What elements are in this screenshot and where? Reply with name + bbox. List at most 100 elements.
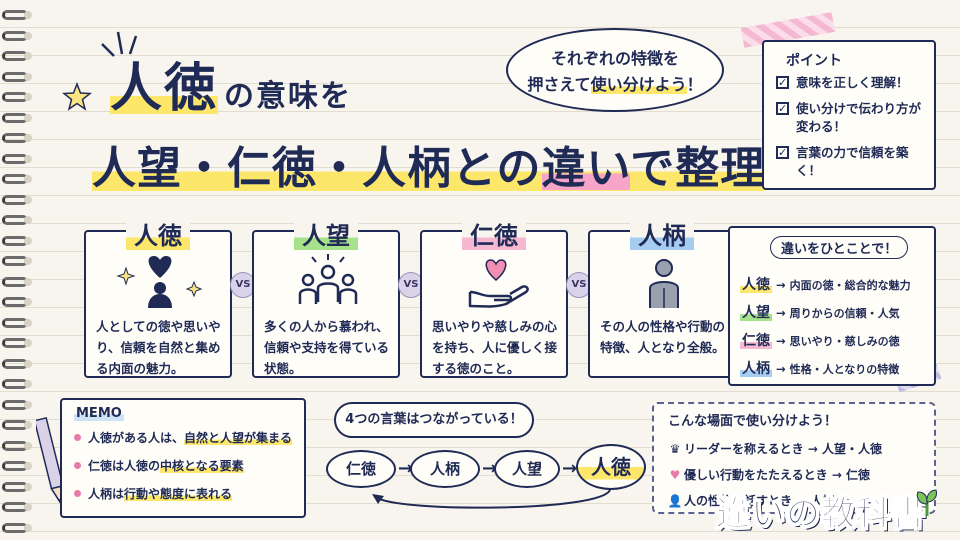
spiral-hole	[24, 93, 32, 101]
card-hitogara: 人柄 その人の性格や行動の特徴、人となり全般。	[588, 222, 736, 378]
arrow-icon: →	[776, 334, 786, 348]
headline-line2-c: で整理	[630, 143, 766, 194]
memo-list: 人徳がある人は、自然と人望が集まる 仁徳は人徳の中核となる要素 人柄は行動や態度…	[74, 430, 293, 514]
spiral-hole	[24, 482, 32, 491]
memo-title: MEMO	[74, 406, 124, 421]
scene-row-text: 人の性格を話すとき → 人柄	[684, 494, 835, 508]
spiral-hole	[24, 134, 32, 142]
arrow-icon: →	[776, 278, 786, 292]
memo-item-highlight: 自然と人望が集まる	[184, 431, 293, 445]
usage-scene-box: こんな場面で使い分けよう！ ♛リーダーを称えるとき → 人望・人徳 ♥優しい行動…	[652, 402, 936, 514]
headline-suffix: の意味を	[224, 79, 353, 114]
spiral-hole	[24, 175, 32, 183]
memo-item-highlight: 中核となる要素	[160, 459, 244, 473]
spiral-hole	[24, 236, 32, 245]
card-description: 人としての徳や思いやり、信頼を自然と集める内面の魅力。	[96, 319, 221, 376]
memo-item: 人徳がある人は、自然と人望が集まる	[74, 430, 293, 446]
point-title: ポイント	[786, 53, 842, 69]
group-people-icon	[298, 254, 358, 304]
difference-row: 仁徳→思いやり・慈しみの徳	[740, 330, 900, 350]
flow-node: 人柄	[410, 450, 480, 488]
card-title-wrap: 人徳	[86, 216, 230, 251]
burst-lines-icon	[101, 31, 138, 57]
card-description: その人の性格や行動の特徴、人となり全般。	[600, 319, 726, 355]
spiral-hole	[24, 318, 32, 327]
vs-badge: VS	[566, 272, 592, 298]
difference-row: 人望 →周りからの信頼・人気	[740, 302, 900, 322]
card-jintoku-benevolence: 仁徳 思いやりや慈しみの心を持ち、人に優しく接する徳のこと。	[420, 222, 568, 378]
spiral-hole	[24, 359, 32, 368]
flow-speech-bubble: 4つの言葉はつながっている！	[334, 402, 534, 438]
vs-badge: VS	[398, 272, 424, 298]
crown-icon: ♛	[669, 442, 681, 456]
point-list: ✓意味を正しく理解！ ✓使い分けで伝わり方が変わる！ ✓言葉の力で信頼を築く！	[776, 74, 924, 180]
scene-row: ♛リーダーを称えるとき → 人望・人徳	[666, 440, 882, 457]
scene-row: 👤人の性格を話すとき → 人柄	[666, 492, 835, 509]
memo-item: 人柄は行動や態度に表れる	[74, 486, 292, 502]
spiral-hole	[24, 216, 32, 224]
card-description: 思いやりや慈しみの心を持ち、人に優しく接する徳のこと。	[432, 319, 558, 376]
person-icon: 👤	[667, 494, 683, 508]
spiral-hole	[24, 298, 32, 306]
scene-row-text: 優しい行動をたたえるとき → 仁徳	[684, 468, 871, 482]
spiral-hole	[24, 11, 32, 19]
difference-value: 内面の徳・総合的な魅力	[789, 279, 911, 292]
difference-value: 周りからの信頼・人気	[789, 307, 900, 320]
bubble-line2: 押さえて使い分けよう！	[508, 72, 722, 98]
card-title-wrap: 人柄	[590, 216, 734, 251]
card-title-wrap: 人望	[254, 216, 398, 251]
spiral-hole	[24, 523, 32, 532]
bubble-line2-a: 押さえて	[527, 75, 591, 94]
logo-text: 違いの教科書	[716, 494, 926, 535]
spiral-hole	[24, 421, 32, 429]
checkbox-icon: ✓	[776, 102, 789, 115]
arrow-icon: →	[776, 306, 786, 320]
card-description: 多くの人から慕われ、信頼や支持を得ている状態。	[264, 319, 390, 376]
checkbox-icon: ✓	[776, 146, 789, 159]
card-jinbou: 人望 多くの人から慕われ、信頼や支持を得ている状態。	[252, 222, 400, 378]
difference-value: 性格・人となりの特徴	[789, 363, 900, 376]
loop-arrow-icon	[372, 489, 611, 509]
flow-arrow-icon: →	[482, 458, 498, 479]
difference-key: 人徳	[740, 277, 772, 293]
difference-row: 人柄 →性格・人となりの特徴	[740, 358, 899, 378]
difference-row: 人徳 →内面の徳・総合的な魅力	[740, 274, 911, 294]
spiral-hole	[24, 503, 32, 511]
memo-item: 仁徳は人徳の中核となる要素	[74, 458, 292, 474]
difference-key: 仁徳	[740, 333, 772, 349]
person-heart-icon	[116, 256, 203, 308]
point-item-text: 言葉の力で信頼を築く！	[796, 145, 909, 178]
flow-node: 人望	[494, 450, 560, 488]
card-title: 人望	[294, 222, 358, 250]
difference-title: 違いをひとことで！	[770, 236, 909, 259]
memo-item-highlight: 行動や態度に表れる	[124, 487, 233, 501]
bubble-line1: それぞれの特徴を	[550, 49, 679, 68]
spiral-hole	[24, 257, 32, 265]
brand-logo: 違いの教科書	[700, 476, 940, 536]
card-jintoku: 人徳 人としての徳や思いやり、信頼を自然と集める内面の魅力。	[84, 222, 232, 378]
flow-arrow-icon: →	[398, 458, 414, 479]
spiral-hole	[24, 277, 32, 286]
difference-key: 人望	[740, 305, 772, 321]
point-item: ✓意味を正しく理解！	[776, 74, 924, 92]
point-item: ✓使い分けで伝わり方が変わる！	[776, 100, 924, 136]
spiral-hole	[24, 113, 32, 122]
memo-item-text: 人柄は	[88, 487, 125, 501]
card-title: 人徳	[126, 222, 190, 250]
arrow-icon: →	[776, 362, 786, 376]
card-title: 仁徳	[462, 222, 526, 250]
flow-node: 仁徳	[326, 450, 396, 488]
spiral-hole	[24, 31, 32, 40]
point-box: ポイント ✓意味を正しく理解！ ✓使い分けで伝わり方が変わる！ ✓言葉の力で信頼…	[762, 40, 936, 190]
spiral-hole	[24, 339, 32, 347]
headline: 人徳の意味を 人望・仁徳・人柄との違いで整理	[92, 36, 766, 216]
card-title-wrap: 仁徳	[422, 216, 566, 251]
bubble-line2-b: 使い分けよう	[590, 75, 687, 94]
spiral-hole	[24, 400, 32, 409]
memo-item-text: 仁徳は人徳の	[88, 459, 161, 473]
difference-summary-box: 違いをひとことで！ 人徳→内面の徳・総合的な魅力 人望→周りからの信頼・人気 仁…	[728, 226, 936, 386]
spiral-hole	[24, 380, 32, 388]
point-item-text: 意味を正しく理解！	[796, 75, 909, 90]
difference-key: 人柄	[740, 361, 772, 377]
memo-box: MEMO 人徳がある人は、自然と人望が集まる 仁徳は人徳の中核となる要素 人柄は…	[60, 398, 306, 518]
